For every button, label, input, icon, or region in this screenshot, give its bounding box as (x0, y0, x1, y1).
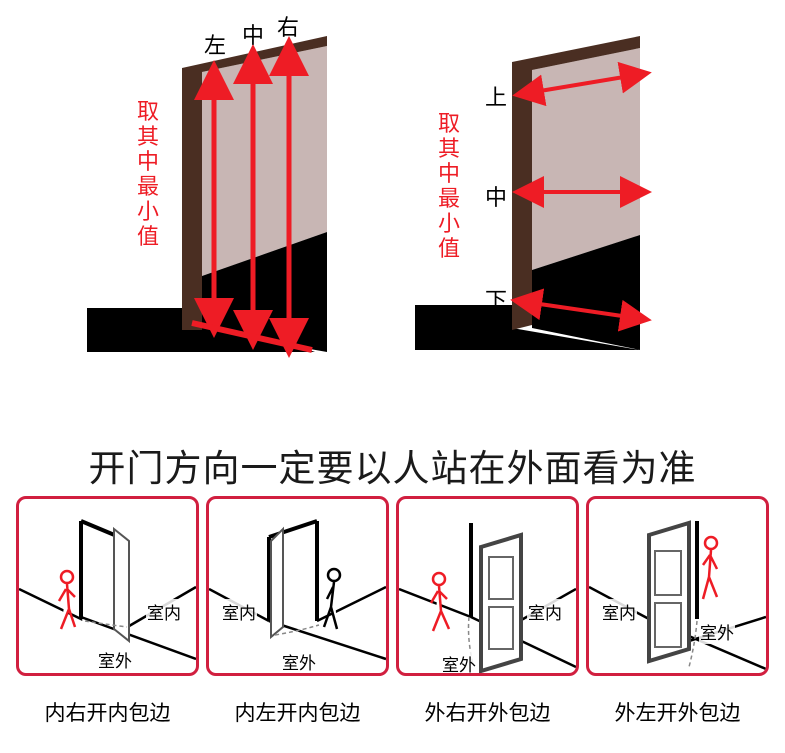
label-middle: 中 (485, 186, 508, 211)
red-note-right: 取 其 中 最 小 值 (437, 112, 460, 262)
outside-label: 室外 (281, 649, 317, 673)
arrow-top (512, 61, 652, 107)
person-icon (701, 535, 719, 600)
outside-label: 室外 (97, 647, 133, 672)
height-measure-diagram (87, 35, 327, 358)
person-icon (57, 569, 77, 630)
arrow-bottom (510, 288, 652, 332)
width-measure-diagram (415, 36, 652, 350)
person-icon (429, 571, 451, 632)
red-note-left: 取 其 中 最 小 值 (136, 100, 159, 250)
label-bottom: 下 (485, 289, 508, 314)
caption-outward-left: 外左开外包边 (614, 701, 741, 725)
panel-inward-right: 室内 室外 (16, 496, 199, 676)
floor-shape (415, 305, 640, 350)
label-right: 右 (277, 16, 300, 41)
inside-label: 室内 (146, 599, 182, 624)
label-left: 左 (204, 34, 227, 59)
panel-inward-left: 室内 室外 (206, 496, 389, 676)
outside-label: 室外 (699, 619, 735, 644)
label-top: 上 (485, 86, 508, 111)
person-icon (322, 567, 342, 630)
caption-outward-right: 外右开外包边 (424, 701, 551, 725)
inside-label: 室内 (601, 599, 637, 624)
wall-shape (532, 48, 640, 270)
panel-outward-left: 室内 室外 (586, 496, 769, 676)
bottom-bar (191, 320, 313, 353)
caption-inward-left: 内左开内包边 (234, 701, 361, 725)
inside-label: 室内 (527, 599, 563, 624)
inside-label: 室内 (221, 599, 257, 624)
panel-outward-right: 室内 室外 (396, 496, 579, 676)
label-center: 中 (242, 24, 265, 49)
outside-label: 室外 (441, 651, 477, 673)
caption-inward-right: 内右开内包边 (44, 701, 171, 725)
page-title: 开门方向一定要以人站在外面看为准 (88, 447, 697, 490)
